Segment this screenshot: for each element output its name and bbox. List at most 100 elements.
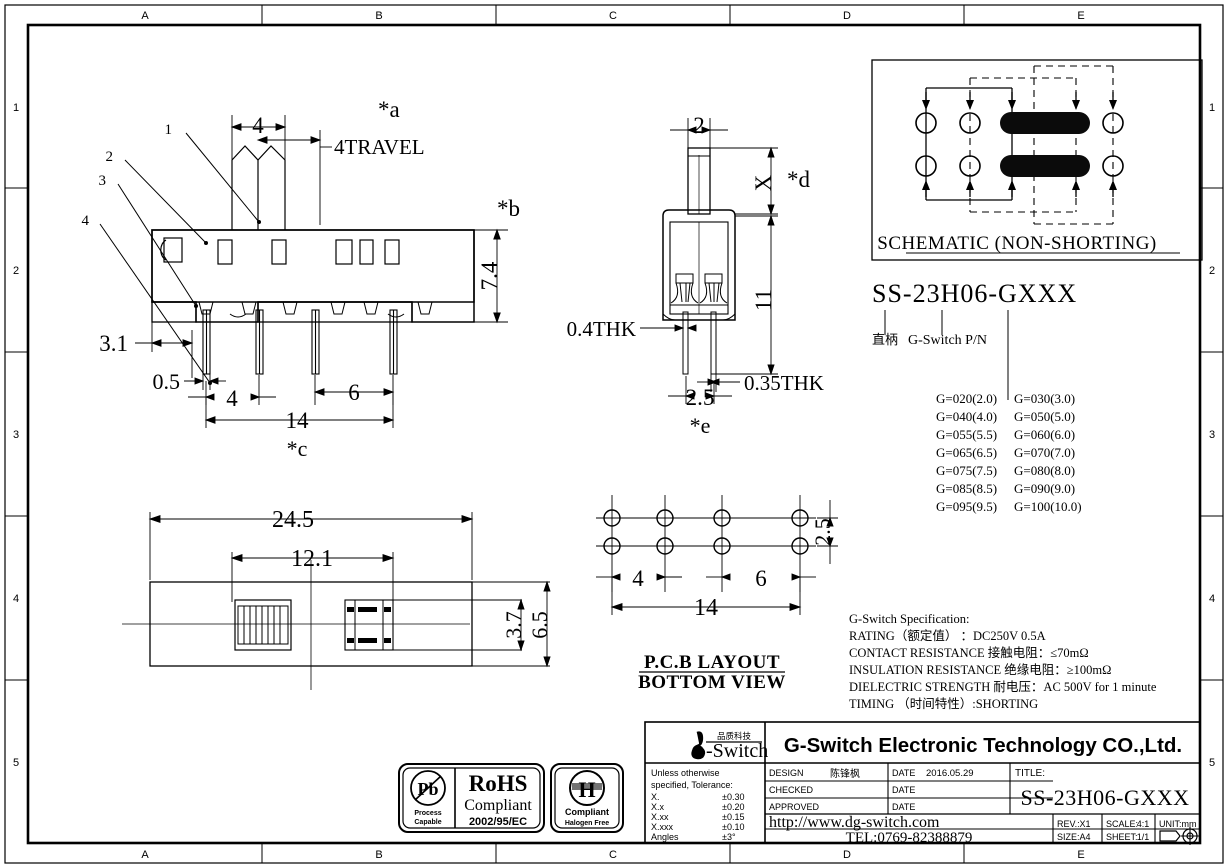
- schematic: SCHEMATIC (NON-SHORTING): [871, 59, 1203, 261]
- spec-line: CONTACT RESISTANCE 接触电阻：≤70mΩ: [849, 645, 1089, 660]
- dim-pin-thk-label: 0.35THK: [744, 371, 824, 395]
- zone-top-b: B: [375, 10, 382, 22]
- dim-overall-height: [716, 214, 778, 376]
- zone-left-2: 2: [13, 265, 19, 277]
- dim-pin-pitch: [668, 376, 732, 404]
- pcb-layout-title-line2: BOTTOM VIEW: [638, 672, 786, 693]
- company-name: G-Switch Electronic Technology CO.,Ltd.: [784, 734, 1182, 757]
- pcb-pad: [603, 509, 621, 527]
- zone-top-a: A: [141, 10, 149, 22]
- rev-value: X1: [1079, 819, 1090, 829]
- spec-heading: G-Switch Specification:: [849, 612, 969, 626]
- tolerance-head1: Unless otherwise: [651, 768, 720, 778]
- pn-option: G=065(6.5): [936, 445, 997, 460]
- dim-pin-span-value: 14: [286, 408, 310, 433]
- company-logo-icon: [691, 731, 762, 760]
- schematic-terminal: [1102, 112, 1124, 134]
- dim-overall-length: [148, 512, 474, 580]
- rohs-line2: Compliant: [464, 797, 532, 814]
- tolerance-key: Angles: [651, 832, 679, 842]
- tolerance-value: ±0.15: [722, 812, 744, 822]
- part-number-callout-left: 直柄: [872, 332, 898, 347]
- tolerance-key: X.xx: [651, 812, 669, 822]
- design-label: DESIGN: [769, 768, 804, 778]
- sheet-value: 1/1: [1137, 832, 1150, 842]
- zone-bottom-c: C: [609, 849, 617, 861]
- side-view: 2 X *d 11 0.4THK: [567, 113, 824, 438]
- pb-line2: Capable: [414, 819, 441, 826]
- dim-pcb-pitch-2: [706, 573, 816, 581]
- rev-label: REV.:: [1057, 819, 1080, 829]
- scale-label: SCALE:: [1106, 819, 1138, 829]
- approved-label: APPROVED: [769, 802, 820, 812]
- dim-pin-thickness-value: 0.5: [153, 369, 181, 394]
- schematic-terminal: [1102, 155, 1124, 177]
- compliance-logos: Pb Process Capable RoHS Compliant 2002/9…: [398, 763, 624, 833]
- spec-line: INSULATION RESISTANCE 绝缘电阻：≥100mΩ: [849, 662, 1111, 677]
- company-url[interactable]: http://www.dg-switch.com: [769, 814, 940, 831]
- schematic-terminal: [959, 112, 981, 134]
- pb-line1: Process: [414, 810, 441, 817]
- size-value: A4: [1079, 832, 1090, 842]
- schematic-terminal: [915, 155, 937, 177]
- dim-pcb-pitch-2-value: 6: [755, 566, 767, 591]
- approved-date-label: DATE: [892, 802, 915, 812]
- dim-edge-to-pin: [135, 322, 194, 378]
- schematic-shorting-bar: [1000, 112, 1090, 134]
- halogen-line1: Compliant: [565, 807, 609, 817]
- dim-slot-length-value: 12.1: [291, 546, 333, 572]
- title-value: SS-23H06-GXXX: [1020, 785, 1189, 810]
- tolerance-key: X.: [651, 792, 660, 802]
- sheet-frame: [4, 4, 1224, 864]
- pn-option: G=055(5.5): [936, 427, 997, 442]
- zone-bottom-e: E: [1077, 849, 1084, 861]
- sheet-label: SHEET:: [1106, 832, 1138, 842]
- zone-top-d: D: [843, 10, 851, 22]
- note-star-d: *d: [787, 167, 811, 192]
- dim-x-height: [710, 146, 778, 216]
- part-number-callout-mid: G-Switch P/N: [908, 333, 987, 348]
- zone-left-1: 1: [13, 102, 19, 114]
- dim-outer-width-value: 6.5: [527, 611, 552, 639]
- dim-pitch-2-value: 6: [348, 380, 360, 405]
- pcb-pad: [713, 509, 731, 527]
- leader-2: 2: [106, 149, 114, 165]
- note-star-c: *c: [287, 436, 308, 461]
- tolerance-value: ±0.30: [722, 792, 744, 802]
- dim-pcb-row-pitch-value: 2.5: [810, 518, 835, 546]
- schematic-terminal: [915, 112, 937, 134]
- pcb-pad: [603, 537, 621, 555]
- spec-line: TIMING （时间特性）:SHORTING: [849, 696, 1038, 711]
- dim-pin-thickness: [184, 374, 226, 390]
- dim-inner-width: [393, 598, 525, 652]
- part-number-code: SS-23H06-GXXX: [872, 279, 1077, 308]
- design-date-label: DATE: [892, 768, 915, 778]
- dim-lever-thk-value: 2: [693, 113, 705, 138]
- pcb-layout-title-line1: P.C.B LAYOUT: [644, 652, 780, 673]
- logo-wordmark: -Switch: [706, 740, 768, 762]
- checked-label: CHECKED: [769, 785, 814, 795]
- pn-option: G=090(9.0): [1014, 481, 1075, 496]
- zone-right-2: 2: [1209, 265, 1215, 277]
- pn-option: G=080(8.0): [1014, 463, 1075, 478]
- dim-body-height: [474, 228, 508, 324]
- dim-pcb-pitch-1-value: 4: [632, 566, 644, 591]
- zone-right-5: 5: [1209, 757, 1215, 769]
- dim-x-label: X: [751, 174, 776, 191]
- design-date-value: 2016.05.29: [926, 768, 974, 779]
- tolerance-value: ±0.10: [722, 822, 744, 832]
- leader-4: 4: [82, 213, 90, 229]
- dim-plate-thk-label: 0.4THK: [567, 317, 636, 341]
- zone-right-1: 1: [1209, 102, 1215, 114]
- front-view: 4 4TRAVEL *a *b 7.4: [82, 97, 521, 461]
- checked-date-label: DATE: [892, 785, 915, 795]
- unit-value: mm: [1182, 819, 1197, 829]
- leader-3: 3: [99, 173, 107, 189]
- dim-pcb-pitch-1: [596, 573, 682, 581]
- dim-pitch-1: [188, 375, 276, 405]
- first-angle-projection-icon: [1159, 827, 1199, 845]
- dim-pitch-1-value: 4: [226, 386, 238, 411]
- zone-bottom-a: A: [141, 849, 149, 861]
- dim-inner-width-value: 3.7: [501, 611, 526, 639]
- tolerance-value: ±0.20: [722, 802, 744, 812]
